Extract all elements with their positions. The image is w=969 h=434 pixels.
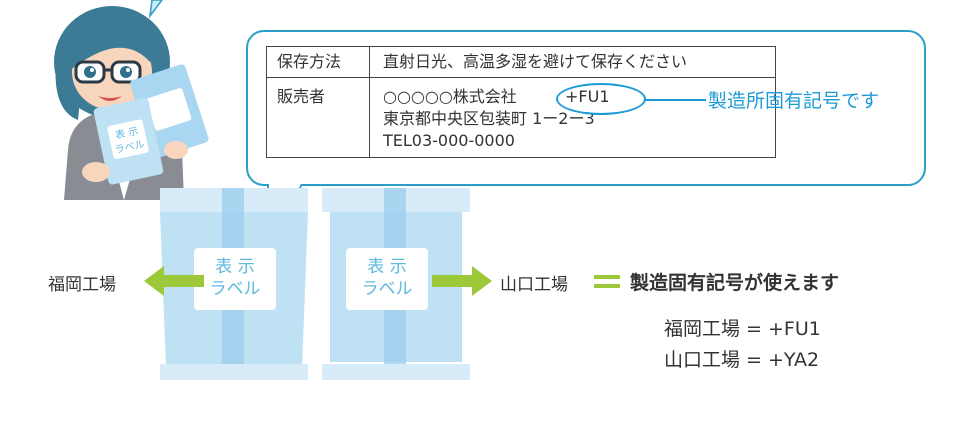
table-heading-seller: 販売者: [277, 87, 326, 106]
label-table: 保存方法 直射日光、高温多湿を避けて保存ください 販売者 ○○○○○株式会社 +…: [266, 46, 776, 158]
left-bag-label: 表 示 ラベル: [194, 256, 276, 300]
right-bag-label-line1: 表 示: [367, 257, 407, 277]
mapping-yamaguchi: 山口工場 = +YA2: [664, 349, 820, 371]
right-arrow-icon: [432, 266, 492, 296]
left-bag-label-line2: ラベル: [209, 279, 261, 299]
left-bag: [160, 188, 308, 380]
table-value-seller-company: ○○○○○株式会社: [383, 87, 517, 106]
table-value-seller-address: 東京都中央区包装町 1ー2ー3: [383, 109, 595, 128]
table-value-storage: 直射日光、高温多湿を避けて保存ください: [383, 52, 688, 71]
factory-left-label: 福岡工場: [48, 275, 116, 295]
left-bag-label-line1: 表 示: [215, 257, 255, 277]
callout-connector: [644, 99, 706, 101]
right-bag-label: 表 示 ラベル: [346, 256, 428, 300]
code-highlight-oval: [556, 83, 646, 115]
callout-text: 製造所固有記号です: [708, 90, 880, 112]
conclusion-text: 製造固有記号が使えます: [630, 272, 840, 294]
equals-icon: [594, 275, 620, 288]
mapping-fukuoka: 福岡工場 = +FU1: [664, 318, 821, 340]
table-heading-storage: 保存方法: [277, 52, 342, 71]
right-bag-label-line2: ラベル: [361, 279, 413, 299]
table-column-divider: [369, 47, 370, 157]
left-arrow-icon: [144, 266, 204, 296]
table-value-seller-tel: TEL03-000-0000: [383, 131, 515, 150]
factory-right-label: 山口工場: [500, 275, 568, 295]
table-row-divider: [267, 77, 775, 78]
woman-illustration: 表 示 ラベル: [54, 0, 209, 200]
